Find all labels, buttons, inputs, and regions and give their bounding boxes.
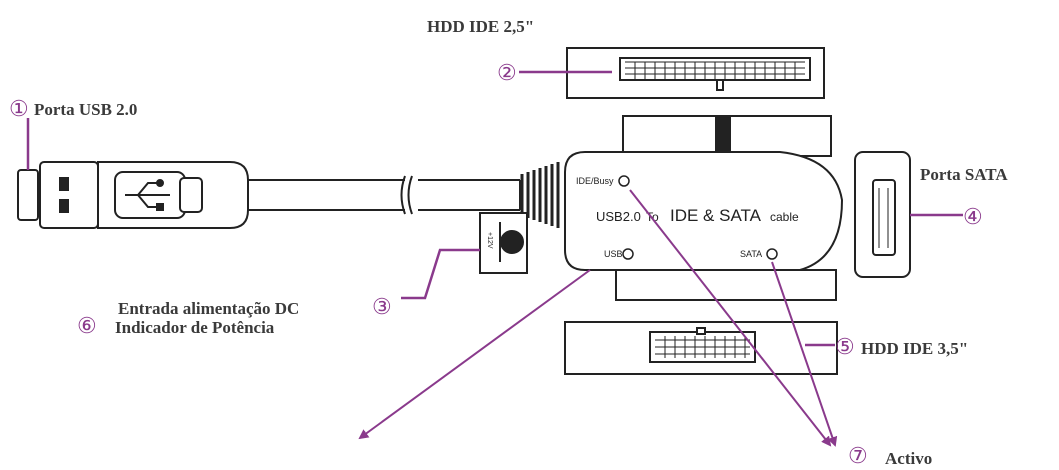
label-active: Activo — [885, 449, 932, 468]
marker-1: ① — [9, 96, 29, 121]
device-title-prefix: USB2.0 — [596, 209, 641, 224]
marker-6: ⑥ — [77, 313, 97, 338]
marker-5: ⑤ — [835, 334, 855, 359]
usb-cable — [248, 162, 560, 228]
sata-connector — [854, 151, 911, 278]
device-title-suffix: cable — [770, 210, 799, 224]
dc-mark: +12V — [486, 232, 493, 249]
marker-2: ② — [497, 60, 517, 85]
marker-4: ④ — [963, 204, 983, 229]
label-hdd-35: HDD IDE 3,5" — [861, 339, 968, 358]
marker-3: ③ — [372, 294, 392, 319]
hdd-35-drive — [564, 321, 838, 375]
marker-7: ⑦ — [848, 443, 868, 468]
usb-led — [622, 248, 634, 260]
ide-busy-label: IDE/Busy — [576, 176, 614, 186]
usb-led-label: USB — [604, 249, 623, 259]
device-title-main: IDE & SATA — [670, 206, 762, 225]
leader-lines — [26, 70, 963, 347]
label-dc-input: Entrada alimentação DC — [118, 299, 299, 318]
adapter-body — [564, 115, 844, 301]
sata-led-label: SATA — [740, 249, 762, 259]
label-usb-port: Porta USB 2.0 — [34, 100, 137, 119]
dc-jack — [479, 212, 528, 274]
label-sata-port: Porta SATA — [920, 165, 1008, 184]
label-hdd-25: HDD IDE 2,5" — [427, 17, 534, 36]
label-power-indicator: Indicador de Potência — [115, 318, 275, 337]
usb-plug — [17, 161, 249, 229]
sata-led — [766, 248, 778, 260]
indicator-arrows — [358, 189, 838, 447]
ide-busy-led — [618, 175, 630, 187]
